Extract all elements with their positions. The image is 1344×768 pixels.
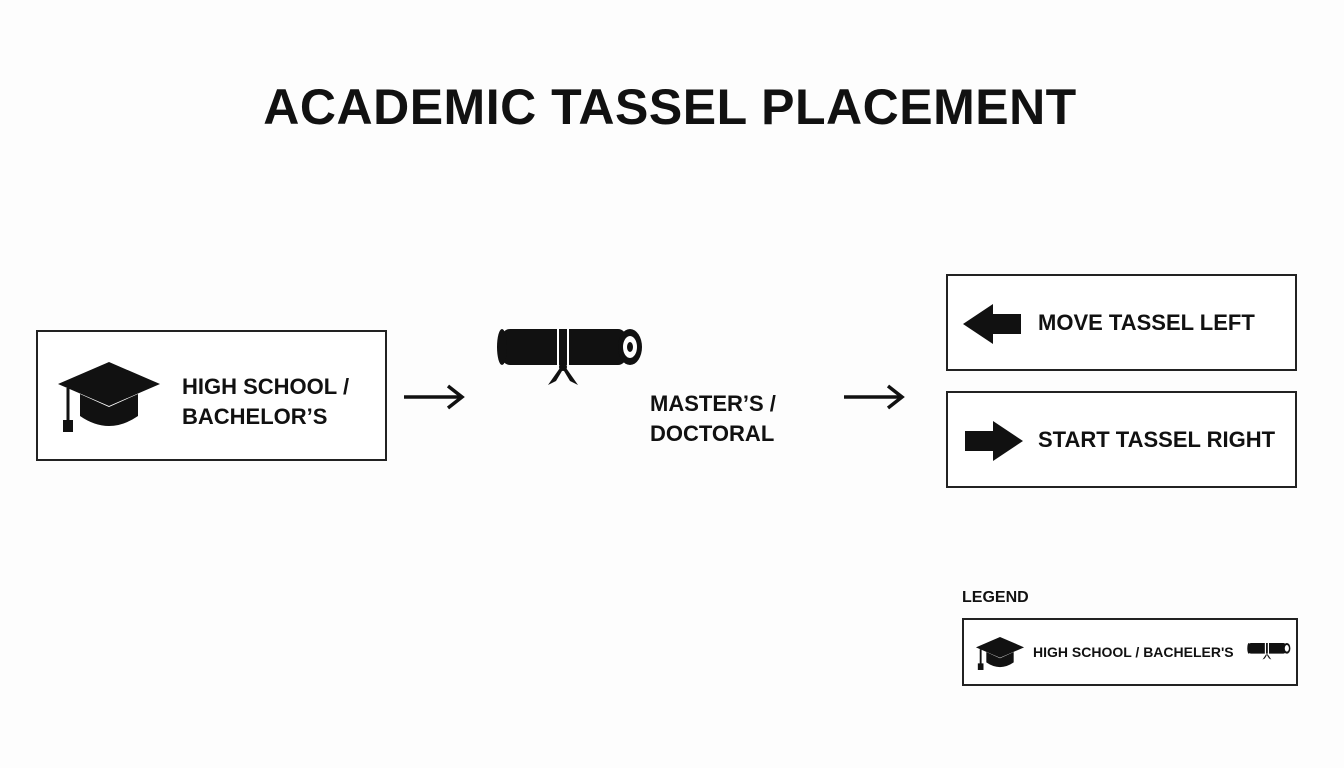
flow-arrow-icon xyxy=(402,383,466,416)
start-tassel-right-label: START TASSEL RIGHT xyxy=(1038,427,1276,452)
diploma-scroll-icon xyxy=(1247,640,1291,667)
move-tassel-left-label: MOVE TASSEL LEFT xyxy=(1038,310,1255,335)
legend-label: HIGH SCHOOL / BACHELER'S xyxy=(1033,644,1234,660)
arrow-left-icon xyxy=(963,302,1023,351)
high-school-box: HIGH SCHOOL / BACHELOR’S xyxy=(36,330,387,461)
high-school-label-line2: BACHELOR’S xyxy=(182,404,328,429)
start-tassel-right-box: START TASSEL RIGHT xyxy=(946,391,1297,488)
graduation-cap-icon xyxy=(56,360,162,437)
page-title: ACADEMIC TASSEL PLACEMENT xyxy=(263,79,1077,135)
legend-box: HIGH SCHOOL / BACHELER'S xyxy=(962,618,1298,686)
legend-title: LEGEND xyxy=(962,589,1029,606)
diploma-scroll-icon xyxy=(496,323,644,394)
masters-label-line2: DOCTORAL xyxy=(650,421,775,446)
graduation-cap-icon xyxy=(975,636,1025,675)
arrow-right-icon xyxy=(963,419,1023,468)
move-tassel-left-box: MOVE TASSEL LEFT xyxy=(946,274,1297,371)
masters-label-line1: MASTER’S / xyxy=(650,391,776,416)
high-school-label-line1: HIGH SCHOOL / xyxy=(182,374,350,399)
flow-arrow-icon xyxy=(842,383,906,416)
